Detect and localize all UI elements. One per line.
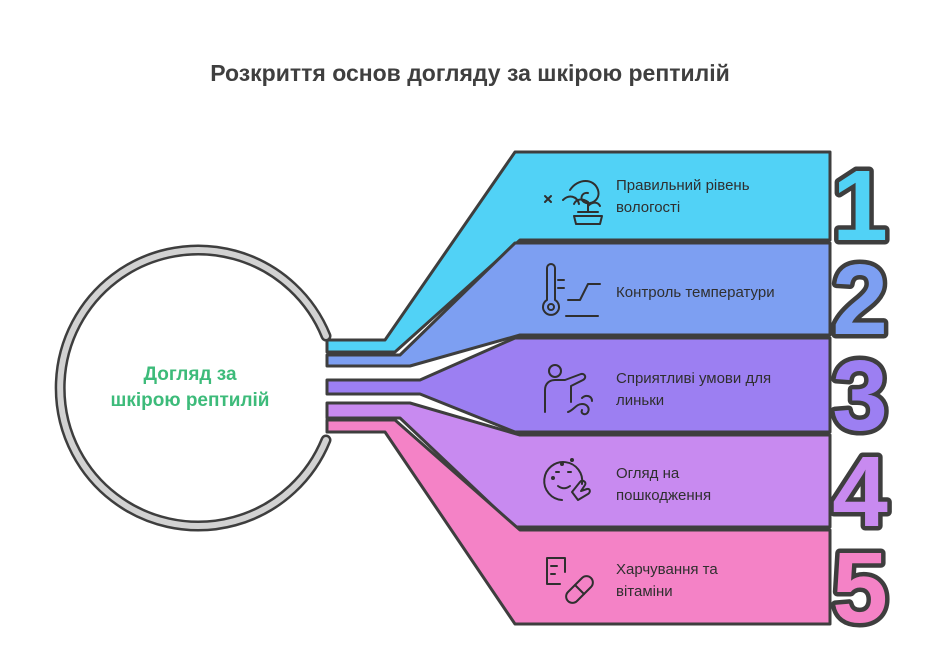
step-label-4-line-2: пошкодження <box>616 487 712 504</box>
shedding-care-icon <box>544 364 593 416</box>
thermometer-icon <box>542 263 601 317</box>
step-band-1 <box>325 150 832 354</box>
skin-inspection-icon <box>543 458 591 501</box>
step-number-2: 2 <box>832 244 888 356</box>
step-label-2-line-1: Контроль температури <box>616 284 775 301</box>
step-band-4 <box>325 401 832 529</box>
step-label-4: Огляд на пошкодження <box>616 463 816 507</box>
center-circle <box>54 244 332 532</box>
nutrition-pills-icon <box>546 557 594 604</box>
step-label-4-line-1: Огляд на <box>616 465 680 482</box>
page-title: Розкриття основ догляду за шкірою рептил… <box>210 60 730 86</box>
step-label-2: Контроль температури <box>616 282 816 304</box>
step-band-2 <box>325 241 832 368</box>
center-label-line-2: шкірою рептилій <box>110 390 270 411</box>
step-number-1: 1 <box>832 150 888 262</box>
step-label-1-line-2: вологості <box>616 199 681 216</box>
center-label: Догляд за шкірою рептилій <box>70 362 310 414</box>
step-band-5 <box>325 418 832 626</box>
step-number-4: 4 <box>832 436 888 548</box>
step-label-5: Харчування та вітаміни <box>616 559 816 603</box>
step-label-1-line-1: Правильний рівень <box>616 177 750 194</box>
humidity-plant-icon <box>544 180 603 225</box>
step-band-3 <box>325 336 832 434</box>
step-label-3-line-1: Сприятливі умови для <box>616 370 772 387</box>
step-label-3-line-2: линьки <box>616 392 665 409</box>
step-number-3: 3 <box>832 340 888 452</box>
step-label-5-line-1: Харчування та <box>616 561 718 578</box>
step-label-3: Сприятливі умови для линьки <box>616 368 816 412</box>
step-number-5: 5 <box>832 532 888 644</box>
step-label-5-line-2: вітаміни <box>616 583 673 600</box>
step-label-1: Правильний рівень вологості <box>616 175 816 219</box>
center-label-line-1: Догляд за <box>143 364 237 385</box>
